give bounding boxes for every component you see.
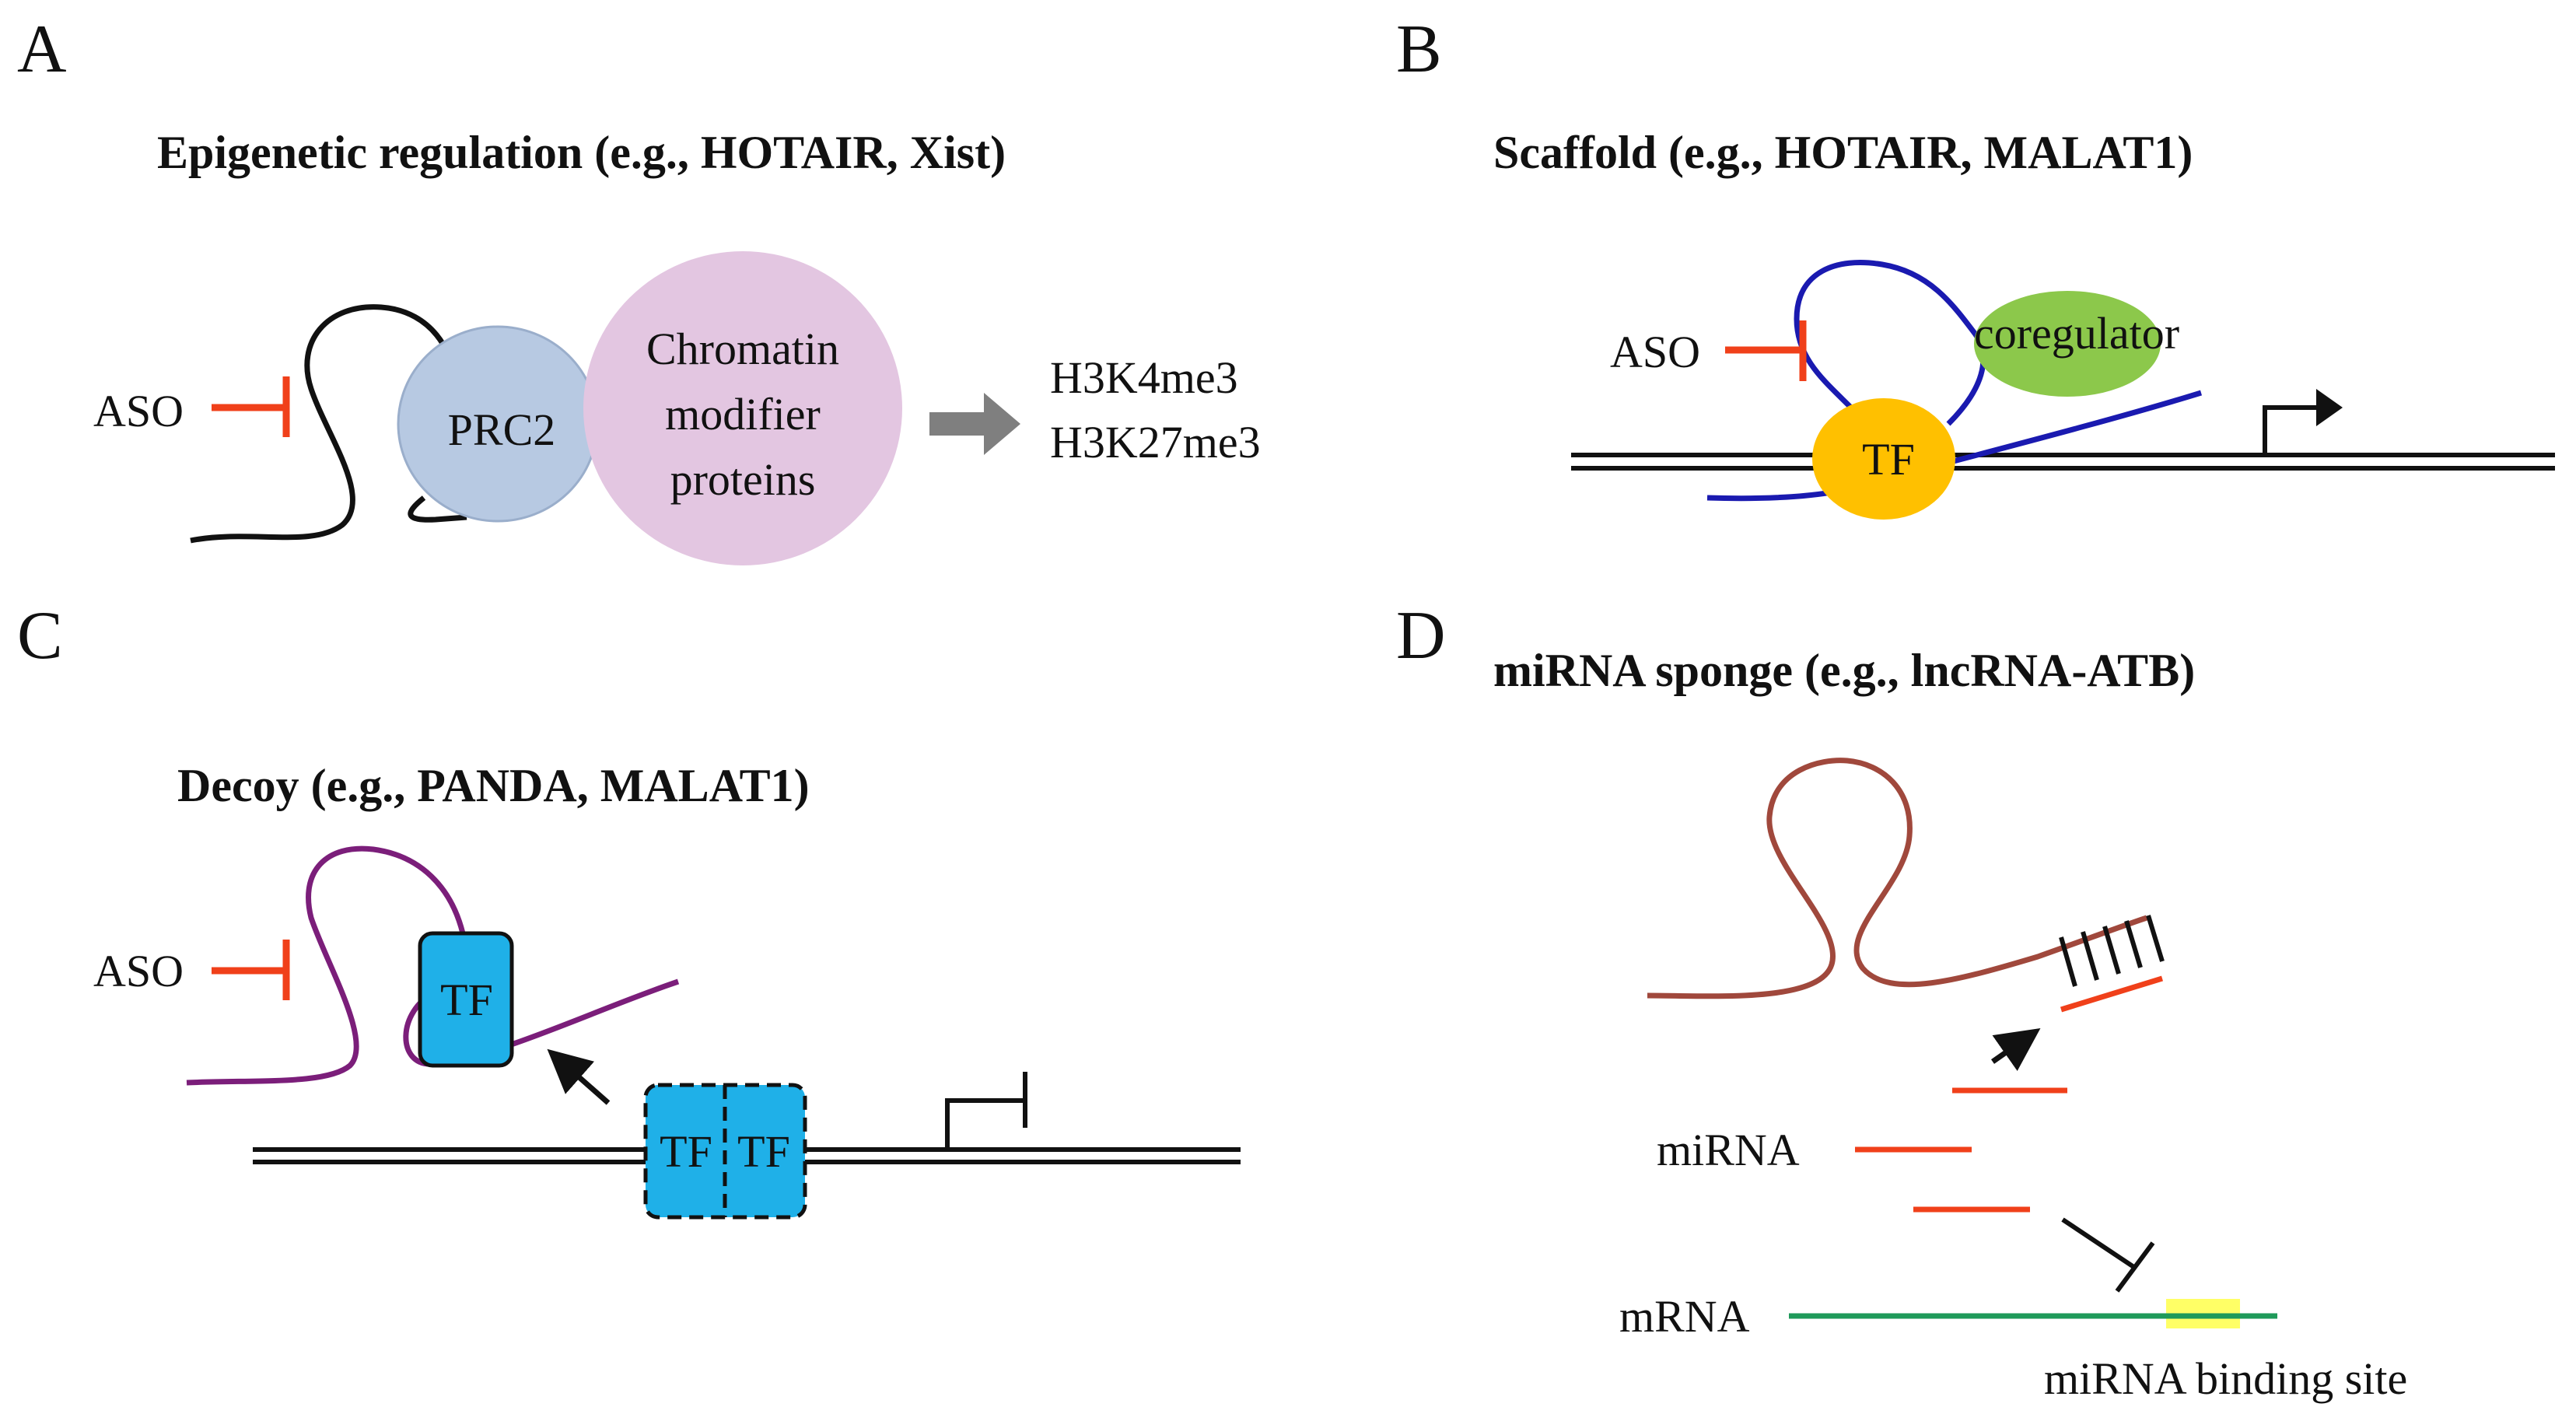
panel-d-inhibition-bar	[2115, 1241, 2155, 1293]
panel-d: D miRNA sponge (e.g., lncRNA-ATB) miRNA …	[1396, 598, 2407, 1404]
mark-h3k27me3: H3K27me3	[1050, 417, 1261, 467]
panel-c-aso-label: ASO	[93, 946, 184, 996]
panel-a: A Epigenetic regulation (e.g., HOTAIR, X…	[17, 12, 1261, 565]
panel-a-letter: A	[17, 12, 67, 87]
panel-b-title: Scaffold (e.g., HOTAIR, MALAT1)	[1493, 127, 2193, 178]
tf-promoter-2-label: TF	[737, 1126, 790, 1177]
panel-c: C Decoy (e.g., PANDA, MALAT1) TF TF TF A…	[17, 598, 1241, 1220]
scaffold-lncrna	[1706, 390, 2203, 502]
panel-a-title: Epigenetic regulation (e.g., HOTAIR, Xis…	[157, 127, 1006, 178]
panel-c-promoter-mark	[945, 1072, 1027, 1150]
panel-b-letter: B	[1396, 12, 1442, 87]
panel-d-letter: D	[1396, 598, 1446, 674]
chromatin-modifier-protein	[583, 251, 902, 565]
tf-decoy-bound	[418, 931, 514, 1068]
mirna-bound	[2060, 975, 2164, 1013]
panel-b-aso-label: ASO	[1610, 327, 1700, 377]
sponge-lncrna	[1647, 758, 2148, 999]
panel-d-sponge-arrow	[1990, 1027, 2041, 1072]
prc2-label: PRC2	[448, 404, 556, 455]
decoy-lncrna	[186, 845, 466, 1086]
tf-decoy-bound-label: TF	[440, 975, 493, 1025]
coregulator-label: coregulator	[1974, 308, 2179, 359]
panel-a-lncrna	[190, 304, 454, 544]
mirna-label: miRNA	[1657, 1125, 1800, 1175]
panel-d-base-pairs	[2059, 915, 2165, 987]
panel-b-tss-arrowhead	[2316, 389, 2343, 426]
mrna-label: mRNA	[1619, 1291, 1750, 1342]
tf-promoter-1-label: TF	[660, 1126, 712, 1177]
panel-b-tss-arrow	[2263, 405, 2322, 455]
panel-d-inhibition-line	[2061, 1217, 2137, 1270]
binding-site-label: miRNA binding site	[2044, 1353, 2407, 1404]
panel-d-title: miRNA sponge (e.g., lncRNA-ATB)	[1493, 645, 2195, 696]
modifier-line-3: proteins	[670, 454, 816, 505]
coregulator-protein	[1974, 291, 2161, 397]
panel-c-release-arrow	[547, 1048, 611, 1105]
panel-a-lncrna-tail	[408, 495, 467, 523]
panel-b: B Scaffold (e.g., HOTAIR, MALAT1) coregu…	[1396, 12, 2555, 520]
tf-b-label: TF	[1862, 434, 1915, 485]
tf-protein-b	[1812, 398, 1955, 520]
panel-c-letter: C	[17, 598, 63, 674]
panel-c-title: Decoy (e.g., PANDA, MALAT1)	[177, 760, 810, 811]
modifier-line-2: modifier	[665, 389, 821, 439]
panel-a-gray-arrow	[929, 393, 1020, 455]
modifier-line-1: Chromatin	[646, 324, 839, 374]
mark-h3k4me3: H3K4me3	[1050, 352, 1238, 403]
panel-a-aso-label: ASO	[93, 386, 184, 436]
